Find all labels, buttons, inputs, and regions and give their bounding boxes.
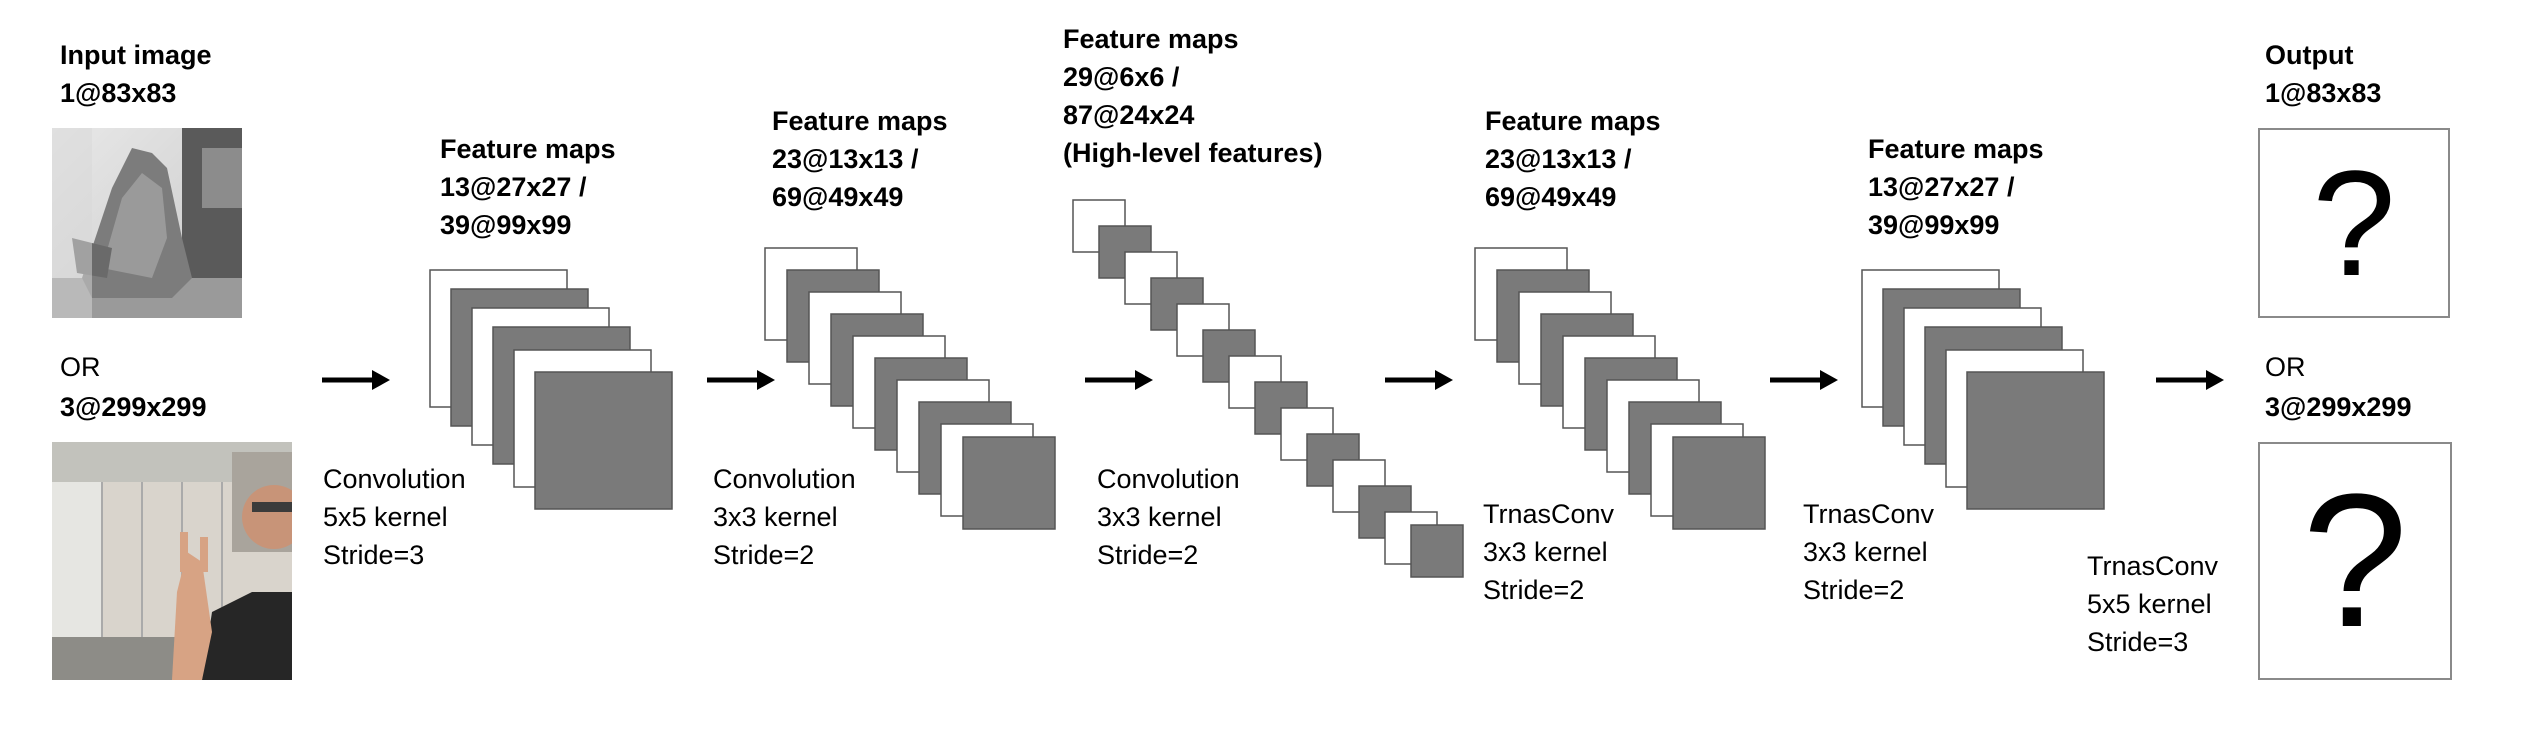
feature-maps-label-5: Feature maps 13@27x27 / 39@99x99 [1868, 130, 2044, 244]
feature-maps-label-4: Feature maps 23@13x13 / 69@49x49 [1485, 102, 1661, 216]
feature-map [1672, 436, 1766, 530]
feature-maps-label-3: Feature maps 29@6x6 / 87@24x24 (High-lev… [1063, 20, 1323, 172]
output-box-small: ? [2258, 128, 2450, 318]
feature-maps-label-1: Feature maps 13@27x27 / 39@99x99 [440, 130, 616, 244]
input-dims-small: 1@83x83 [60, 78, 177, 108]
input-label: Input image 1@83x83 [60, 36, 212, 112]
feature-maps-dims: 23@13x13 / [772, 144, 919, 174]
output-dims-small: 1@83x83 [2265, 78, 2382, 108]
feature-maps-title: Feature maps [772, 106, 948, 136]
feature-maps-title: Feature maps [1485, 106, 1661, 136]
operation-name: Convolution [323, 464, 466, 494]
operation-kernel: 3x3 kernel [713, 502, 838, 532]
input-dims-large-label: 3@299x299 [60, 388, 206, 426]
output-dims-large-label: 3@299x299 [2265, 388, 2411, 426]
feature-maps-dims: 23@13x13 / [1485, 144, 1632, 174]
feature-maps-dims: 39@99x99 [440, 210, 572, 240]
feature-maps-title: Feature maps [1868, 134, 2044, 164]
operation-name: TrnasConv [2087, 551, 2219, 581]
operation-name: Convolution [713, 464, 856, 494]
operation-stride: Stride=2 [1483, 575, 1585, 605]
output-dims-large: 3@299x299 [2265, 392, 2412, 422]
output-or: OR [2265, 352, 2306, 382]
question-mark-icon: ? [2302, 455, 2408, 667]
operation-name: TrnasConv [1803, 499, 1935, 529]
operation-label-2: Convolution 3x3 kernel Stride=2 [713, 460, 856, 574]
feature-maps-dims: 87@24x24 [1063, 100, 1195, 130]
feature-maps-dims: 13@27x27 / [1868, 172, 2015, 202]
feature-map [1410, 524, 1464, 578]
input-or: OR [60, 352, 101, 382]
input-dims-large: 3@299x299 [60, 392, 207, 422]
operation-kernel: 3x3 kernel [1483, 537, 1608, 567]
feature-maps-title: Feature maps [440, 134, 616, 164]
input-title: Input image [60, 40, 212, 70]
operation-label-3: Convolution 3x3 kernel Stride=2 [1097, 460, 1240, 574]
output-label: Output 1@83x83 [2265, 36, 2381, 112]
operation-label-1: Convolution 5x5 kernel Stride=3 [323, 460, 466, 574]
feature-maps-dims: 13@27x27 / [440, 172, 587, 202]
feature-maps-dims: 39@99x99 [1868, 210, 2000, 240]
operation-kernel: 5x5 kernel [323, 502, 448, 532]
output-title: Output [2265, 40, 2354, 70]
input-image-large [52, 442, 292, 680]
feature-map-stack-2 [764, 247, 1056, 530]
feature-map-stack-1 [429, 269, 673, 510]
feature-maps-dims: 69@49x49 [1485, 182, 1617, 212]
feature-maps-note: (High-level features) [1063, 138, 1323, 168]
operation-stride: Stride=2 [1097, 540, 1199, 570]
operation-label-5: TrnasConv 3x3 kernel Stride=2 [1803, 495, 1934, 609]
operation-name: Convolution [1097, 464, 1240, 494]
operation-stride: Stride=3 [2087, 627, 2189, 657]
feature-map [534, 371, 673, 510]
operation-stride: Stride=2 [713, 540, 815, 570]
operation-label-4: TrnasConv 3x3 kernel Stride=2 [1483, 495, 1614, 609]
output-box-large: ? [2258, 442, 2452, 680]
feature-maps-label-2: Feature maps 23@13x13 / 69@49x49 [772, 102, 948, 216]
operation-kernel: 5x5 kernel [2087, 589, 2212, 619]
operation-stride: Stride=2 [1803, 575, 1905, 605]
operation-kernel: 3x3 kernel [1803, 537, 1928, 567]
question-mark-icon: ? [2312, 139, 2396, 307]
feature-maps-dims: 29@6x6 / [1063, 62, 1180, 92]
feature-map [1966, 371, 2105, 510]
feature-map [962, 436, 1056, 530]
feature-map-stack-4 [1474, 247, 1766, 530]
operation-stride: Stride=3 [323, 540, 425, 570]
feature-maps-dims: 69@49x49 [772, 182, 904, 212]
feature-map-stack-3 [1072, 199, 1464, 578]
feature-maps-title: Feature maps [1063, 24, 1239, 54]
feature-map-stack-5 [1861, 269, 2105, 510]
operation-label-6: TrnasConv 5x5 kernel Stride=3 [2087, 547, 2218, 661]
operation-name: TrnasConv [1483, 499, 1615, 529]
operation-kernel: 3x3 kernel [1097, 502, 1222, 532]
input-image-small [52, 128, 242, 318]
